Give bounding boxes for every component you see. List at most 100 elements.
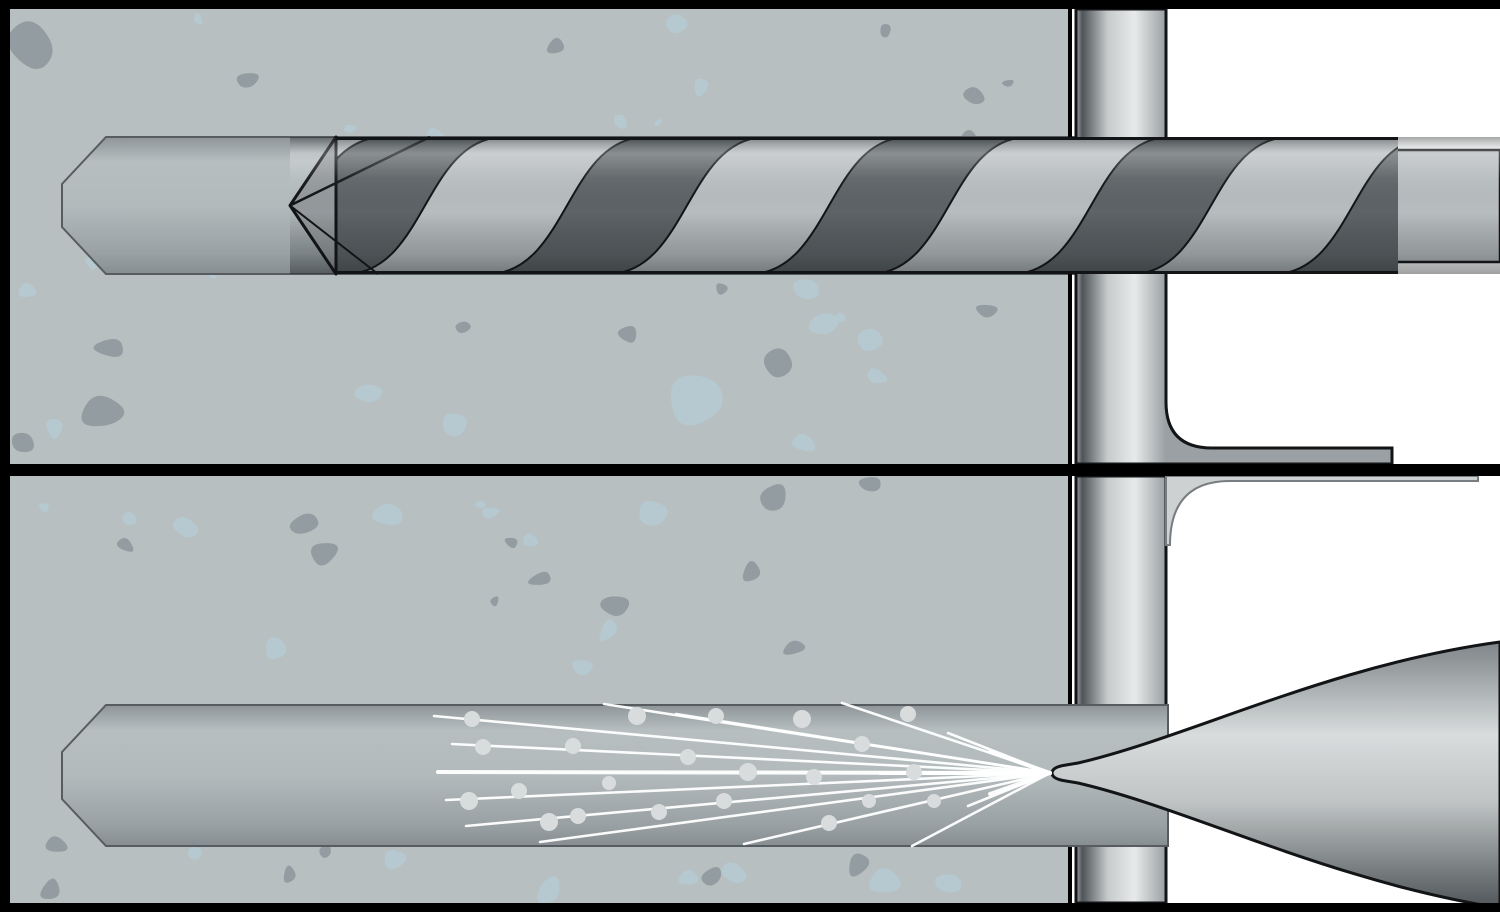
aggregate-speck bbox=[523, 533, 539, 547]
aggregate-speck bbox=[11, 432, 34, 453]
air-jet-line bbox=[910, 771, 1052, 848]
dust-particle bbox=[511, 783, 527, 799]
dust-particle bbox=[806, 769, 822, 785]
dust-particle bbox=[475, 739, 491, 755]
dust-particle bbox=[460, 792, 478, 810]
aggregate-speck bbox=[763, 348, 793, 378]
aggregate-speck bbox=[319, 844, 331, 858]
panel-drilling bbox=[10, 7, 1500, 466]
aggregate-speck bbox=[880, 24, 891, 38]
dust-particle bbox=[927, 794, 941, 808]
aggregate-speck bbox=[849, 853, 870, 877]
dust-particle bbox=[680, 749, 696, 765]
aggregate-speck bbox=[599, 619, 618, 642]
aggregate-speck bbox=[670, 375, 723, 426]
panel-divider bbox=[0, 464, 1500, 476]
aggregate-speck bbox=[614, 114, 627, 129]
aggregate-speck bbox=[122, 512, 137, 525]
fixture-flange bbox=[1165, 475, 1479, 546]
dust-particle bbox=[651, 804, 667, 820]
aggregate-speck bbox=[46, 418, 63, 440]
aggregate-speck bbox=[858, 477, 881, 492]
aggregate-speck bbox=[193, 12, 203, 25]
aggregate-speck bbox=[869, 867, 902, 893]
air-jet-line bbox=[742, 771, 1052, 846]
air-jet-line bbox=[444, 771, 1052, 802]
aggregate-speck bbox=[187, 846, 202, 860]
aggregate-speck bbox=[721, 862, 747, 884]
aggregate-speck bbox=[455, 321, 471, 334]
dust-particle bbox=[708, 708, 724, 724]
dust-particle bbox=[716, 793, 732, 809]
dust-particle bbox=[793, 710, 811, 728]
aggregate-speck bbox=[639, 500, 668, 526]
aggregate-speck bbox=[572, 660, 593, 676]
drill-shading bbox=[290, 137, 1500, 274]
aggregate-speck bbox=[716, 283, 728, 295]
aggregate-speck bbox=[546, 37, 565, 54]
aggregate-speck bbox=[760, 484, 786, 511]
aggregate-speck bbox=[742, 561, 761, 582]
aggregate-speck bbox=[45, 836, 68, 852]
aggregate-speck bbox=[40, 878, 60, 900]
aggregate-speck bbox=[372, 503, 403, 526]
air-jet-line bbox=[538, 771, 1052, 844]
aggregate-speck bbox=[283, 865, 296, 883]
aggregate-speck bbox=[857, 328, 883, 352]
dust-particle bbox=[862, 794, 876, 808]
frame-border-bottom bbox=[0, 903, 1500, 912]
dust-particle bbox=[570, 808, 586, 824]
concrete-face-line bbox=[1068, 476, 1072, 903]
dust-particle bbox=[540, 813, 558, 831]
aggregate-speck bbox=[617, 326, 637, 343]
dust-particle bbox=[602, 776, 616, 790]
dust-particle bbox=[565, 738, 581, 754]
frame-border-left bbox=[0, 0, 10, 912]
air-jet-line bbox=[464, 771, 1052, 828]
aggregate-speck bbox=[18, 282, 37, 298]
aggregate-speck bbox=[528, 571, 551, 585]
dust-particles bbox=[460, 706, 941, 831]
aggregate-speck bbox=[173, 517, 199, 538]
aggregate-speck bbox=[678, 869, 699, 885]
air-jet-line bbox=[450, 742, 1052, 775]
panel-cleaning bbox=[10, 474, 1500, 910]
dust-particle bbox=[906, 764, 922, 780]
aggregate-speck bbox=[490, 596, 499, 607]
aggregate-speck bbox=[976, 304, 998, 318]
aggregate-speck bbox=[791, 433, 816, 452]
dust-particle bbox=[464, 711, 480, 727]
aggregate-speck bbox=[537, 876, 560, 903]
aggregate-speck bbox=[808, 313, 839, 335]
aggregate-speck bbox=[10, 21, 53, 70]
air-jet-line bbox=[432, 714, 1052, 775]
aggregate-speck bbox=[701, 866, 722, 886]
dust-particle bbox=[821, 815, 837, 831]
aggregate-speck bbox=[1002, 79, 1014, 87]
aggregate-speck bbox=[384, 850, 407, 870]
aggregate-speck bbox=[665, 14, 688, 34]
aggregate-speck bbox=[600, 596, 630, 617]
air-jet-line bbox=[988, 750, 1052, 775]
aggregate-speck bbox=[310, 543, 338, 566]
aggregate-speck bbox=[116, 538, 134, 552]
aggregate-speck bbox=[344, 124, 357, 134]
aggregate-speck bbox=[694, 78, 709, 97]
twist-drill-bit bbox=[288, 135, 1500, 276]
aggregate-speck bbox=[867, 368, 888, 384]
aggregate-speck bbox=[504, 537, 518, 549]
aggregate-speck bbox=[289, 513, 319, 534]
dust-particle bbox=[739, 763, 757, 781]
aggregate-speck bbox=[963, 87, 985, 105]
aggregate-speck bbox=[935, 874, 962, 893]
aggregate-speck bbox=[783, 640, 806, 655]
air-jet-line bbox=[988, 771, 1052, 796]
aggregate-speck bbox=[654, 118, 663, 127]
aggregate-speck bbox=[81, 395, 125, 427]
aggregate-speck bbox=[475, 500, 486, 509]
aggregate-speck bbox=[482, 507, 500, 519]
aggregate-speck bbox=[442, 413, 468, 437]
steel-fixture-plate bbox=[1074, 7, 1394, 466]
air-jet bbox=[432, 701, 1052, 848]
